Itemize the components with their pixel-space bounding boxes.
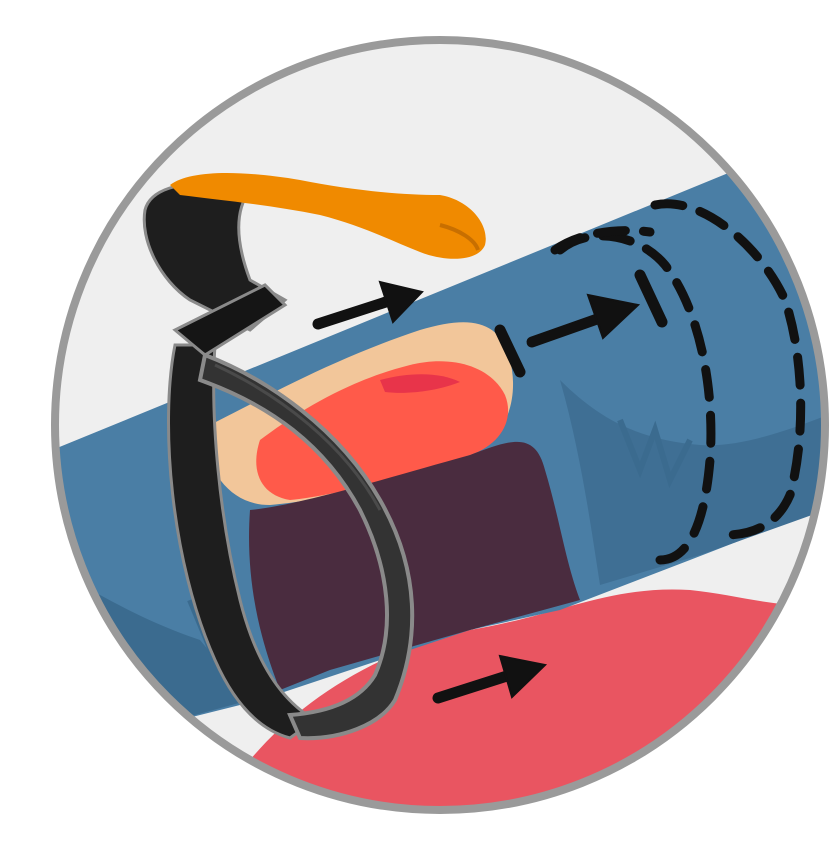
tourniquet-illustration [0,0,840,847]
illustration-canvas [0,0,840,847]
